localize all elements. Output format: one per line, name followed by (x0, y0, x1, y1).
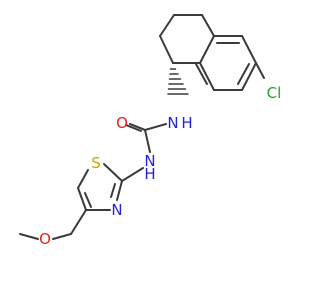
carbonyl-oxygen-label: O (116, 114, 128, 132)
bond (129, 123, 146, 131)
bond (241, 62, 257, 91)
bond (70, 209, 87, 235)
lower-amine-n-label: N (144, 152, 155, 170)
bond (116, 180, 123, 201)
bond (77, 169, 89, 189)
bond (103, 163, 123, 182)
chlorine-label: Cl (267, 84, 282, 102)
bond (241, 35, 257, 64)
hashed-wedge-bond (167, 68, 189, 95)
bond (144, 129, 151, 153)
lower-amine-h-label: H (144, 165, 155, 183)
bond (52, 233, 72, 240)
bond (144, 123, 167, 131)
bond (110, 183, 116, 198)
upper-amine-n-label: N (167, 114, 178, 132)
bond (125, 124, 142, 132)
ether-oxygen-label: O (39, 230, 51, 248)
molecule-structure: Cl O N H N H S N O (19, 14, 282, 248)
bond (255, 62, 265, 79)
bond (237, 63, 250, 85)
upper-amine-h-label: H (181, 114, 192, 132)
thiazole-nitrogen-label: N (111, 201, 122, 219)
bond (121, 167, 144, 182)
bond (159, 14, 175, 37)
bond-layer (19, 14, 265, 240)
bond (199, 62, 215, 91)
bond (19, 233, 39, 240)
bond (201, 14, 215, 37)
bond (77, 187, 87, 211)
atom-layer: Cl O N H N H S N O (39, 84, 281, 248)
thiazole-sulfur-label: S (91, 154, 101, 172)
bond (195, 63, 208, 85)
bond (199, 35, 215, 64)
bond (84, 192, 92, 208)
bond (159, 35, 174, 64)
